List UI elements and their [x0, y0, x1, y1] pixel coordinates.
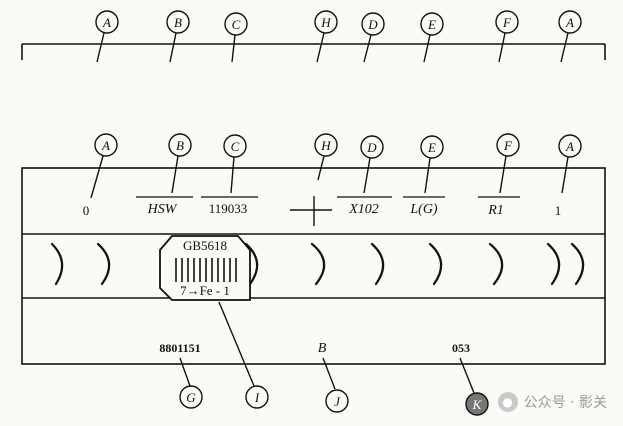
label-zero: 0 [83, 203, 90, 218]
label-x-code: X102 [337, 196, 392, 217]
svg-text:A: A [101, 138, 110, 153]
top-callout-a-left: A [95, 10, 119, 63]
top-bracket [21, 43, 606, 60]
wechat-icon: ● [497, 392, 518, 412]
svg-text:C: C [231, 139, 240, 154]
svg-text:A: A [102, 15, 111, 30]
label-code-g: 8801151 [159, 341, 200, 355]
svg-text:D: D [367, 17, 378, 32]
svg-text:HSW: HSW [147, 202, 178, 217]
svg-text:D: D [366, 140, 377, 155]
callout-i: I [218, 301, 269, 409]
svg-text:G: G [186, 390, 196, 405]
svg-text:E: E [427, 17, 436, 32]
label-end-mark: 1 [555, 203, 562, 218]
crosshair-mark [290, 196, 332, 226]
svg-text:119033: 119033 [209, 201, 248, 216]
callout-c: C [223, 134, 247, 194]
label-code-j: B [318, 341, 327, 356]
label-r-code: R1 [478, 196, 520, 218]
callout-d: D [360, 135, 384, 194]
stamp-line-1: GB5618 [183, 238, 227, 253]
svg-text:I: I [254, 390, 260, 405]
strip-frame [21, 167, 606, 365]
callout-a-left: A [90, 133, 118, 199]
svg-text:R1: R1 [487, 203, 504, 218]
watermark: ● 公众号 · 影关 [497, 392, 607, 412]
top-callout-d: D [361, 12, 385, 63]
callout-f: F [496, 133, 520, 194]
callout-a-right: A [558, 134, 582, 194]
label-lg-code: L(G) [403, 196, 445, 217]
callout-j: J [322, 357, 349, 413]
svg-text:B: B [176, 138, 184, 153]
top-callout-c: C [224, 12, 248, 63]
svg-text:C: C [232, 17, 241, 32]
svg-text:F: F [502, 15, 512, 30]
top-callout-a-right: A [558, 10, 582, 63]
svg-text:K: K [472, 397, 483, 412]
svg-text:L(G): L(G) [409, 202, 438, 217]
svg-text:H: H [320, 138, 331, 153]
callout-g: G [179, 357, 203, 409]
svg-text:F: F [503, 138, 513, 153]
stamp-barcode [175, 258, 237, 282]
callout-k: K [459, 357, 489, 416]
svg-text:A: A [565, 15, 574, 30]
top-callout-e: E [420, 12, 444, 63]
rib-marks [50, 242, 585, 286]
callout-b: B [168, 133, 192, 194]
svg-text:H: H [320, 15, 331, 30]
watermark-text: 公众号 · 影关 [523, 395, 607, 411]
svg-text:E: E [427, 140, 436, 155]
svg-text:J: J [334, 394, 341, 409]
svg-text:A: A [565, 139, 574, 154]
callout-e: E [420, 135, 444, 194]
top-callout-f: F [495, 10, 519, 63]
svg-text:X102: X102 [348, 202, 379, 217]
stamp-line-2: 7→Fe - 1 [180, 283, 230, 298]
heat-stamp: GB5618 7→Fe - 1 [159, 235, 251, 301]
callout-h: H [314, 133, 338, 181]
label-serial: 119033 [201, 196, 258, 216]
label-code-k: 053 [452, 341, 470, 355]
top-callout-b: B [166, 10, 190, 63]
svg-text:B: B [174, 15, 182, 30]
top-callout-h: H [314, 10, 338, 63]
label-hsw: HSW [136, 196, 193, 217]
